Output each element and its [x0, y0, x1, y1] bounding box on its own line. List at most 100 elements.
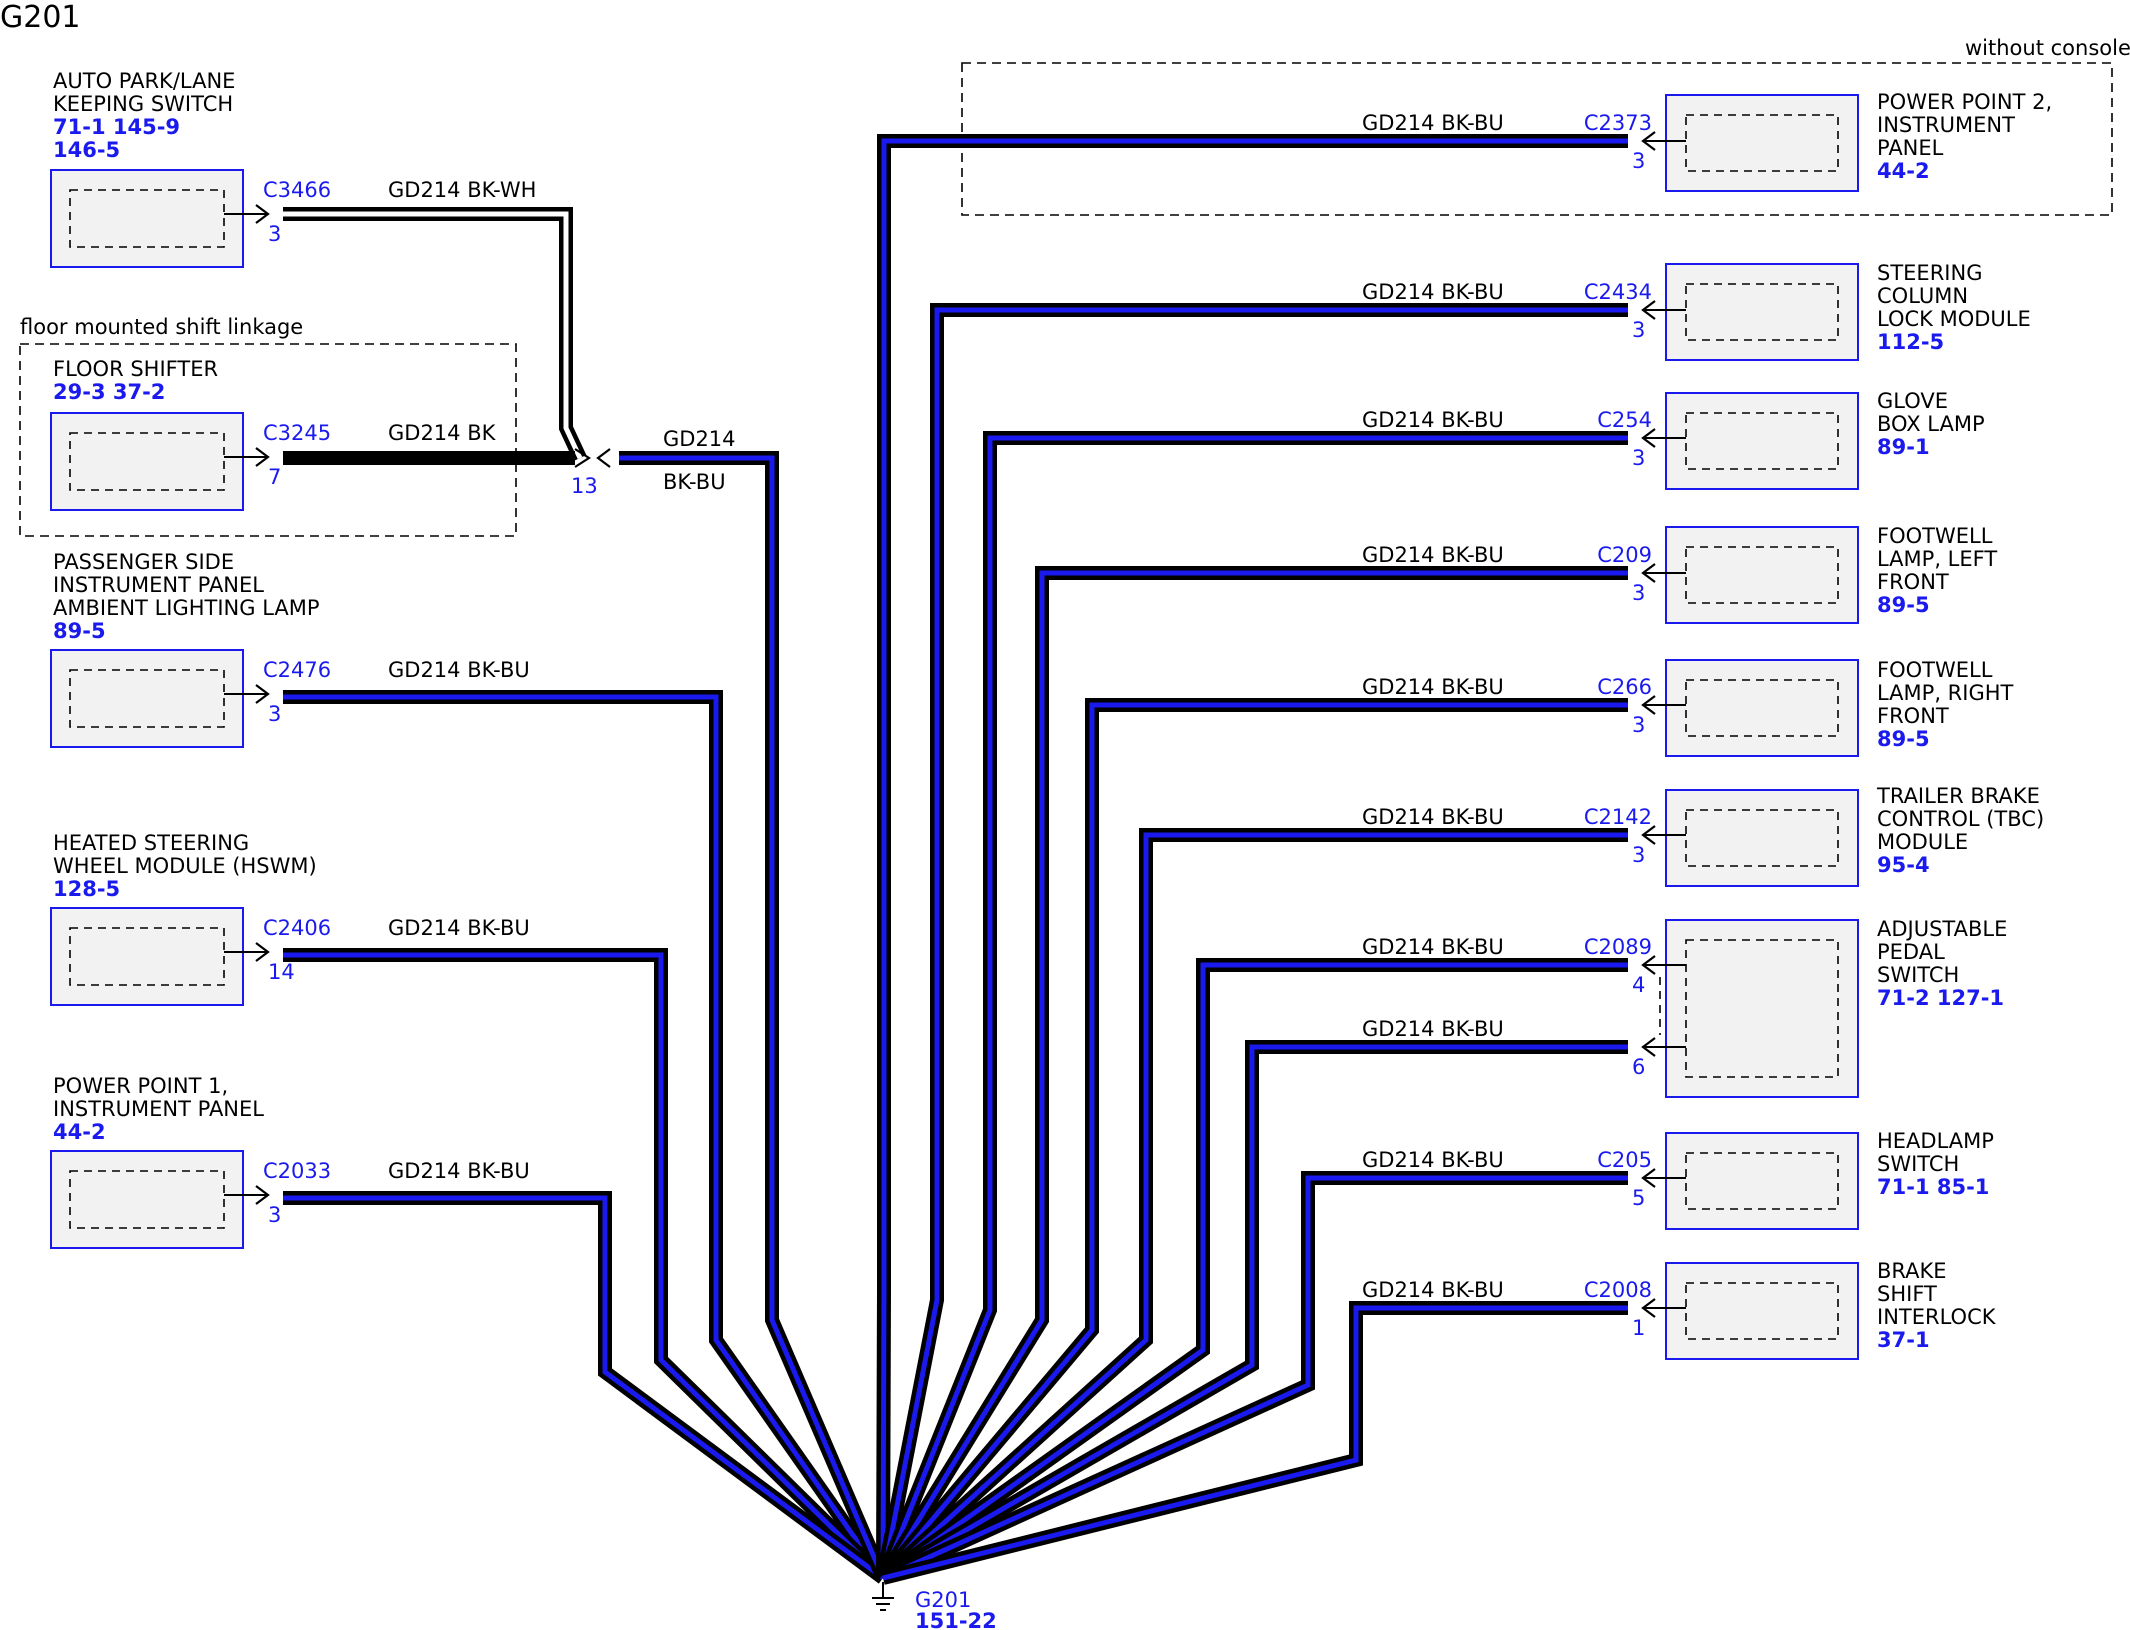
floor-shift-label: floor mounted shift linkage [20, 315, 303, 339]
connector-id: C2373 [1584, 111, 1652, 135]
connector-id: C266 [1597, 675, 1652, 699]
splice-arrow-in [574, 448, 592, 468]
component-title: HEADLAMP [1877, 1129, 1994, 1153]
wire-right-6 [878, 958, 1628, 1584]
connector-id: C2476 [263, 658, 331, 682]
wire-label: GD214 BK [388, 421, 497, 445]
pin-arrow [255, 447, 270, 467]
component-title: FOOTWELL [1877, 658, 1993, 682]
wire-label: GD214 BK-BU [1362, 408, 1504, 432]
pin-number: 3 [1632, 713, 1645, 737]
component-title: POWER POINT 1, [53, 1074, 228, 1098]
wire-right-7-inner [881, 1044, 1628, 1581]
component-title: ADJUSTABLE [1877, 917, 2007, 941]
wire-left-0-inner [283, 211, 583, 460]
wire-right-0 [876, 134, 1628, 1579]
component-box [50, 169, 244, 268]
component-title: LOCK MODULE [1877, 307, 2031, 331]
wire-left-4 [283, 1191, 888, 1584]
connector-id: C209 [1597, 543, 1652, 567]
connector-id: C2033 [263, 1159, 331, 1183]
wire-right-3-inner [880, 570, 1628, 1580]
component-inner [1685, 939, 1839, 1078]
component-title: FOOTWELL [1877, 524, 1993, 548]
connector-id: C2008 [1584, 1278, 1652, 1302]
wire-right-6-inner [881, 962, 1628, 1581]
pin-arrow [255, 684, 270, 704]
component-title: INSTRUMENT PANEL [53, 573, 264, 597]
component-title: FRONT [1877, 704, 1949, 728]
component-title: KEEPING SWITCH [53, 92, 233, 116]
wire-right-4-inner [881, 702, 1628, 1580]
component-title: MODULE [1877, 830, 1968, 854]
component-title: WHEEL MODULE (HSWM) [53, 854, 317, 878]
pin-number: 3 [1632, 318, 1645, 342]
component-inner [69, 432, 225, 491]
component-title: GLOVE [1877, 389, 1948, 413]
component-ref: 112-5 [1877, 330, 1944, 354]
wire-label: GD214 BK-BU [388, 1159, 530, 1183]
wire-label: GD214 BK-BU [388, 916, 530, 940]
wire-left-2-inner [283, 694, 886, 1580]
component-inner [69, 927, 225, 986]
component-ref: 44-2 [53, 1120, 106, 1144]
component-title: INSTRUMENT [1877, 113, 2015, 137]
component-ref: 71-1 85-1 [1877, 1175, 1989, 1199]
component-title: LAMP, LEFT [1877, 547, 1997, 571]
component-inner [1685, 114, 1839, 172]
component-box [1665, 659, 1859, 757]
wire-right-9-inner [882, 1305, 1628, 1581]
pin-arrow [255, 1185, 270, 1205]
wire-label: GD214 BK-BU [1362, 1148, 1504, 1172]
floor-shift-group [19, 343, 517, 537]
component-title: INTERLOCK [1877, 1305, 1997, 1329]
pin-number: 3 [1632, 581, 1645, 605]
component-title: COLUMN [1877, 284, 1968, 308]
component-title: BOX LAMP [1877, 412, 1985, 436]
component-title: PASSENGER SIDE [53, 550, 234, 574]
ground-label: G201 [915, 1588, 971, 1612]
wire-right-9 [881, 1301, 1628, 1585]
wire-left-3 [283, 948, 888, 1583]
component-ref: 89-5 [1877, 593, 1930, 617]
pin-arrow [1641, 1168, 1656, 1188]
wire-left-2 [283, 690, 889, 1583]
wire-left-4-inner [283, 1195, 885, 1581]
component-title: SWITCH [1877, 1152, 1959, 1176]
wire-right-7 [879, 1040, 1628, 1585]
wire-right-8 [880, 1171, 1628, 1585]
component-ref: 89-1 [1877, 435, 1930, 459]
pin-number: 6 [1632, 1055, 1645, 1079]
component-title: SWITCH [1877, 963, 1959, 987]
component-title: INSTRUMENT PANEL [53, 1097, 264, 1121]
pin-number: 7 [268, 465, 281, 489]
connector-id: C3466 [263, 178, 331, 202]
component-inner [1685, 1152, 1839, 1210]
component-inner [69, 189, 225, 248]
connector-id: C3245 [263, 421, 331, 445]
splice-upper-label: GD214 [663, 427, 736, 451]
component-ref: 128-5 [53, 877, 120, 901]
pin-number: 3 [268, 702, 281, 726]
component-title: FLOOR SHIFTER [53, 357, 218, 381]
component-box [1665, 263, 1859, 361]
component-inner [69, 669, 225, 728]
pin-arrow [255, 204, 270, 224]
component-title: POWER POINT 2, [1877, 90, 2052, 114]
wire-label: GD214 BK-BU [1362, 1278, 1504, 1302]
wire-right-5-inner [881, 832, 1628, 1580]
component-title: SHIFT [1877, 1282, 1937, 1306]
component-title: HEATED STEERING [53, 831, 249, 855]
component-inner [1685, 546, 1839, 604]
wire-label: GD214 BK-BU [1362, 1017, 1504, 1041]
component-inner [69, 1170, 225, 1229]
component-inner [1685, 679, 1839, 737]
